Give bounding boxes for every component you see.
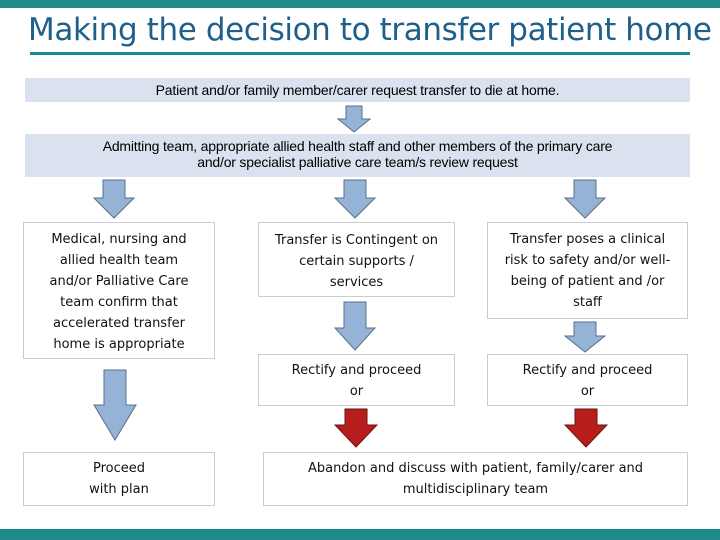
middle-box-line: Transfer is Contingent on xyxy=(274,233,439,248)
rectify-right-box: Rectify and proceed or xyxy=(487,354,688,406)
clinical-risk-box: Transfer poses a clinical risk to safety… xyxy=(487,222,688,319)
down-arrow-1-icon xyxy=(337,105,371,133)
rectify-right-or: or xyxy=(580,384,595,399)
page-title: Making the decision to transfer patient … xyxy=(28,12,712,48)
right-box-line: staff xyxy=(573,295,602,310)
proceed-line1: Proceed xyxy=(92,461,146,476)
left-box-line: and/or Palliative Care xyxy=(49,274,189,289)
down-arrow-right-icon xyxy=(564,179,606,219)
request-text: Patient and/or family member/carer reque… xyxy=(155,82,560,98)
down-arrow-proceed-icon xyxy=(93,369,137,441)
review-text-line1: Admitting team, appropriate allied healt… xyxy=(102,138,613,154)
abandon-line1: Abandon and discuss with patient, family… xyxy=(307,461,644,476)
middle-box-line: certain supports / xyxy=(299,254,414,269)
right-box-line: Transfer poses a clinical xyxy=(509,232,666,247)
left-box-line: allied health team xyxy=(59,253,179,268)
top-accent-bar xyxy=(0,0,720,8)
rectify-middle-or: or xyxy=(349,384,364,399)
middle-box-line: services xyxy=(329,275,384,290)
bottom-accent-bar xyxy=(0,529,720,540)
proceed-line2: with plan xyxy=(89,482,149,497)
review-text-line2: and/or specialist palliative care team/s… xyxy=(197,154,518,170)
down-arrow-risk-icon xyxy=(564,321,606,353)
down-arrow-contingent-icon xyxy=(334,301,376,351)
rectify-right-label: Rectify and proceed xyxy=(522,363,653,378)
red-down-arrow-right-icon xyxy=(564,408,608,448)
left-box-line: home is appropriate xyxy=(53,337,185,352)
proceed-box: Proceed with plan xyxy=(23,452,215,506)
confirm-appropriate-box: Medical, nursing and allied health team … xyxy=(23,222,215,359)
rectify-middle-box: Rectify and proceed or xyxy=(258,354,455,406)
request-band: Patient and/or family member/carer reque… xyxy=(25,78,690,102)
review-band: Admitting team, appropriate allied healt… xyxy=(25,134,690,177)
right-box-line: risk to safety and/or well- xyxy=(504,253,671,268)
contingent-box: Transfer is Contingent on certain suppor… xyxy=(258,222,455,297)
abandon-line2: multidisciplinary team xyxy=(402,482,549,497)
left-box-line: accelerated transfer xyxy=(53,316,185,331)
left-box-line: team confirm that xyxy=(60,295,178,310)
rectify-middle-label: Rectify and proceed xyxy=(291,363,422,378)
down-arrow-left-icon xyxy=(93,179,135,219)
abandon-box: Abandon and discuss with patient, family… xyxy=(263,452,688,506)
right-box-line: being of patient and /or xyxy=(510,274,665,289)
title-underline xyxy=(30,52,690,55)
red-down-arrow-middle-icon xyxy=(334,408,378,448)
down-arrow-middle-icon xyxy=(334,179,376,219)
left-box-line: Medical, nursing and xyxy=(51,232,187,247)
